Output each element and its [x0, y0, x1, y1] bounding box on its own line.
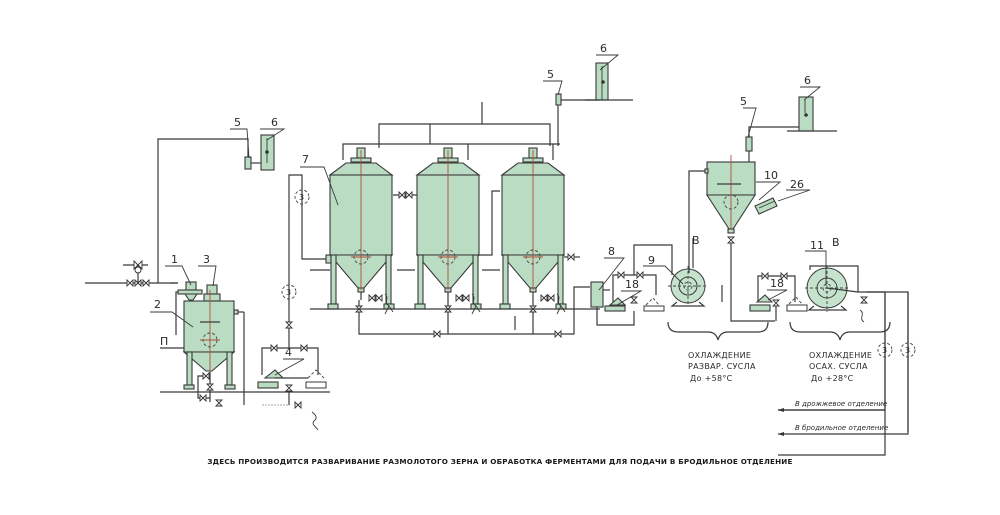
level-gauge-6-right — [787, 96, 837, 132]
label-2: 2 — [154, 298, 161, 311]
vessel-foot — [499, 303, 511, 310]
bottom-manifold — [354, 286, 590, 339]
label-6-right: 6 — [804, 74, 811, 87]
cooking-vessel-1 — [327, 147, 395, 315]
label-v-left: В — [692, 234, 700, 247]
heat-exchanger-9 — [633, 238, 723, 307]
label-4: 4 — [285, 346, 292, 359]
note-cooling-1-line1: ОХЛАЖДЕНИЕ — [688, 351, 751, 360]
vessel-valve — [375, 293, 383, 303]
vessel-valve — [368, 293, 376, 303]
pump-group-4 — [257, 300, 327, 431]
note-cooling-1-line2: РАЗВАР. СУСЛА — [688, 362, 756, 371]
label-10: 10 — [764, 169, 778, 182]
heater-26 — [754, 197, 778, 215]
label-7: 7 — [302, 153, 309, 166]
vessel-leg — [417, 254, 424, 305]
flow-sensor-5-center — [555, 93, 562, 106]
vessel-leg — [330, 254, 337, 305]
label-8: 8 — [608, 245, 615, 258]
label-6-left: 6 — [271, 116, 278, 129]
cooking-vessels-7 — [327, 147, 567, 315]
vessel-valve — [540, 293, 548, 303]
outlet-lines — [778, 292, 909, 436]
vessel-foot — [327, 303, 339, 310]
cooking-vessel-2 — [414, 147, 482, 315]
diagram-caption: ЗДЕСЬ ПРОИЗВОДИТСЯ РАЗВАРИВАНИЕ РАЗМОЛОТ… — [207, 457, 792, 466]
label-v-right: В — [832, 236, 840, 249]
vessel-valve — [455, 293, 463, 303]
label-5-left: 5 — [234, 116, 241, 129]
cooking-vessel-3 — [499, 147, 567, 315]
label-3-circle-d: 3 — [905, 346, 910, 355]
note-to-yeast-dept: В дрожжевое отделение — [795, 400, 887, 408]
dispenser-1 — [175, 281, 203, 335]
label-5-right: 5 — [740, 95, 747, 108]
label-1: 1 — [171, 253, 178, 266]
agitator-motor-3-left — [203, 284, 221, 302]
label-3-circle-a: 3 — [299, 193, 304, 202]
pump-group-18-left — [604, 270, 665, 312]
level-gauge-6-left — [260, 134, 275, 171]
note-cooling-2-line2: ОСАХ. СУСЛА — [809, 362, 868, 371]
pump-group-18-right — [749, 271, 808, 321]
label-3-circle-b: 3 — [286, 288, 291, 297]
note-cooling-2-line1: ОХЛАЖДЕНИЕ — [809, 351, 872, 360]
note-cooling-1-line3: До +58°С — [690, 374, 733, 383]
label-pi: П — [160, 335, 168, 348]
label-3-left: 3 — [203, 253, 210, 266]
label-5-center: 5 — [547, 68, 554, 81]
leader-lines — [150, 54, 827, 376]
level-gauge-6-center — [585, 62, 633, 101]
brace-cooling-2 — [789, 321, 891, 341]
mixing-tank-2 — [182, 290, 245, 405]
vessel-interconnects — [310, 190, 580, 271]
label-3-circle-c: 3 — [882, 346, 887, 355]
label-26: 26 — [790, 178, 804, 191]
vessel-valve — [462, 293, 470, 303]
label-11: 11 — [810, 239, 824, 252]
label-18-left: 18 — [625, 278, 639, 291]
feed-lines — [85, 138, 249, 284]
label-9: 9 — [648, 254, 655, 267]
label-18-right: 18 — [770, 277, 784, 290]
note-cooling-2-line3: До +28°С — [811, 374, 854, 383]
brace-cooling-1 — [667, 321, 769, 341]
tank-2-drain-valves — [197, 371, 224, 407]
header-pipes — [342, 99, 600, 160]
sensor-circles — [281, 189, 916, 358]
vessel-valve — [547, 293, 555, 303]
valve-group-feed — [126, 259, 150, 288]
vessel-leg — [502, 254, 509, 305]
label-6-center: 6 — [600, 42, 607, 55]
flow-sensor-5-right — [745, 126, 800, 162]
vessel-foot — [414, 303, 426, 310]
note-to-fermentation-dept: В бродильное отделение — [795, 424, 888, 432]
saccharifier-10 — [688, 155, 775, 322]
